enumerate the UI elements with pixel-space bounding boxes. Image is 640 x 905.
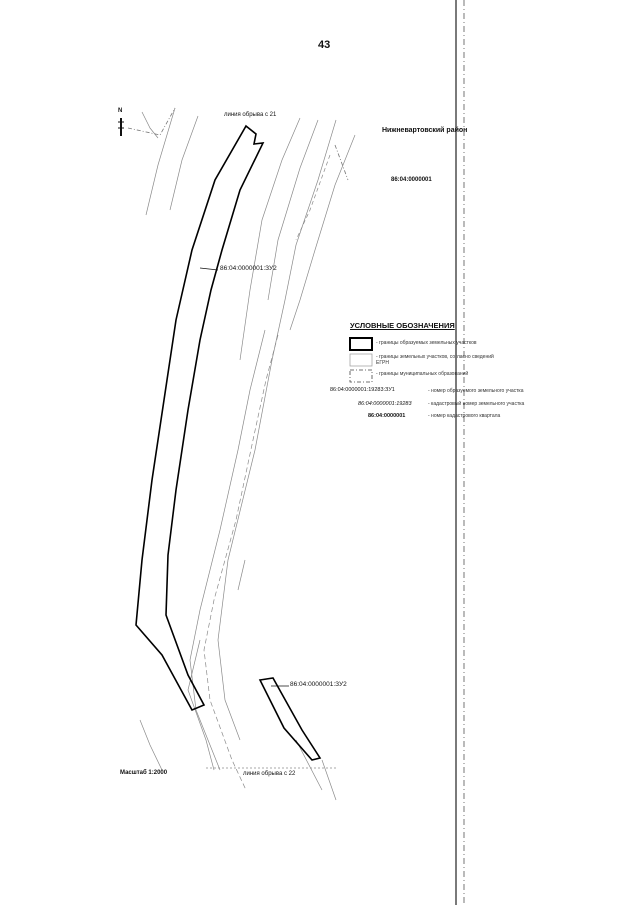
municipal-boundary — [127, 107, 349, 181]
legend-code: 86:04:0000001 — [368, 413, 406, 419]
quarter-label: 86:04:0000001 — [391, 177, 432, 183]
legend-symbols — [349, 337, 373, 383]
district-label: Нижневартовский район — [382, 127, 468, 134]
legend-code: 86:04:0000001:19283 — [358, 401, 412, 407]
legend-code: 86:04:0000001:19283:ЗУ1 — [330, 387, 395, 393]
leader-lines — [199, 267, 289, 687]
scale-label: Масштаб 1:2000 — [120, 770, 168, 776]
legend-item-text: - границы муниципальных образований — [376, 371, 469, 377]
legend-thick-rect-icon — [349, 337, 373, 351]
formed-parcels — [135, 124, 322, 761]
north-arrow-icon — [118, 118, 124, 136]
legend-item-text: - границы образуемых земельных участков — [376, 340, 477, 346]
legend-title: УСЛОВНЫЕ ОБОЗНАЧЕНИЯ — [350, 321, 455, 330]
north-label: N — [118, 108, 123, 114]
parcel-zu2-main — [135, 124, 265, 712]
boundary-note-top: линия обрыва с 21 — [224, 112, 277, 118]
legend-item-text: - номер кадастрового квартала — [428, 413, 501, 419]
legend-dashed-rect-icon — [349, 369, 373, 383]
page-number: 43 — [318, 39, 331, 51]
parcel-label-2: 86:04:0000001:ЗУ2 — [290, 681, 347, 688]
egrn-boundaries — [139, 107, 356, 801]
legend-thin-rect-icon — [349, 353, 373, 367]
boundary-note-bottom: линия обрыва с 22 — [243, 771, 296, 777]
parcel-label-1: 86:04:0000001:ЗУ2 — [220, 265, 277, 272]
legend-item-text: - границы земельных участков, согласно с… — [376, 354, 494, 366]
parcel-zu2-small — [258, 677, 322, 761]
legend-item-text: - кадастровый номер земельного участка — [428, 401, 525, 407]
legend-item-text: - номер образуемого земельного участка — [428, 388, 524, 394]
